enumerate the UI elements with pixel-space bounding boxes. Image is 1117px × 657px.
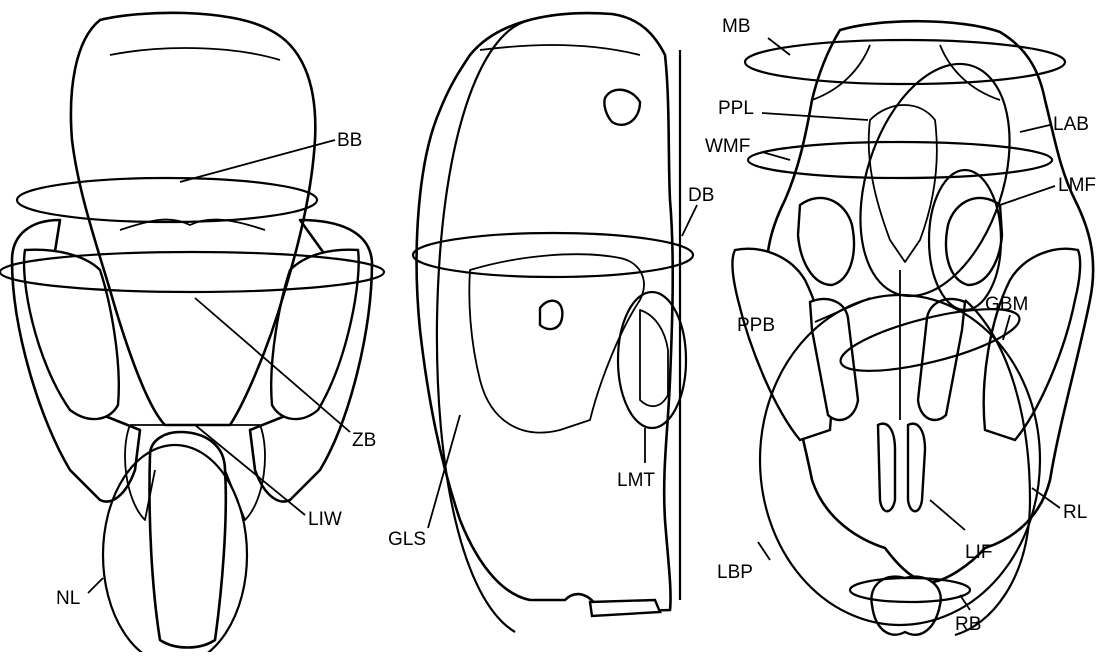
label-liw: LIW	[308, 509, 342, 530]
label-lab: LAB	[1053, 114, 1089, 135]
lbp-leader	[758, 542, 770, 560]
label-mb: MB	[722, 16, 751, 37]
label-bb: BB	[337, 130, 362, 151]
ventral-bulla-left	[798, 198, 854, 285]
ventral-basioccipital	[869, 105, 937, 262]
dorsal-suture	[110, 48, 280, 230]
mb-measurement-ellipse	[745, 40, 1065, 84]
lif-leader	[930, 500, 965, 530]
label-gls: GLS	[388, 529, 426, 550]
label-gbm: GBM	[985, 294, 1028, 315]
label-nl: NL	[56, 588, 80, 609]
lateral-orbit-foramen	[540, 301, 562, 329]
ventral-view-skull	[732, 21, 1093, 634]
nl-leader	[88, 578, 103, 593]
ventral-incisive-foramen-right	[908, 424, 925, 512]
label-zb: ZB	[352, 430, 376, 451]
lateral-nasal-tip	[604, 90, 640, 125]
dorsal-premaxilla	[125, 425, 265, 520]
lateral-braincase-line	[480, 45, 640, 55]
bb-measurement-ellipse	[17, 178, 317, 222]
label-ppb: PPB	[737, 315, 775, 336]
label-rl: RL	[1063, 502, 1087, 523]
gls-measurement-curve	[437, 20, 530, 632]
ventral-incisors	[871, 577, 940, 635]
lmt-measurement-ellipse	[618, 292, 686, 428]
lateral-zygoma	[469, 254, 644, 432]
label-rb: RB	[955, 614, 981, 635]
gls-leader	[428, 415, 460, 528]
lateral-toothrow	[640, 310, 668, 406]
label-lmt: LMT	[617, 470, 655, 491]
label-lif: LIF	[965, 542, 992, 563]
ventral-zygomatic-plates	[812, 45, 1000, 100]
lab-leader	[1020, 125, 1050, 132]
dorsal-orbit-right	[271, 250, 358, 419]
label-db: DB	[688, 185, 714, 206]
label-wmf: WMF	[705, 136, 750, 157]
dorsal-view-skull	[12, 13, 372, 648]
lateral-view-skull	[417, 13, 673, 616]
label-lbp: LBP	[717, 562, 753, 583]
ventral-bulla-right	[946, 198, 1002, 285]
ppl-leader	[762, 113, 868, 120]
wmf-leader	[762, 152, 790, 160]
label-ppl: PPL	[718, 98, 754, 119]
ventral-incisive-foramen-left	[878, 424, 895, 512]
label-lmf: LMF	[1058, 175, 1096, 196]
lateral-incisor	[590, 600, 660, 616]
lmf-leader	[1000, 186, 1055, 205]
db-leader	[682, 205, 697, 236]
